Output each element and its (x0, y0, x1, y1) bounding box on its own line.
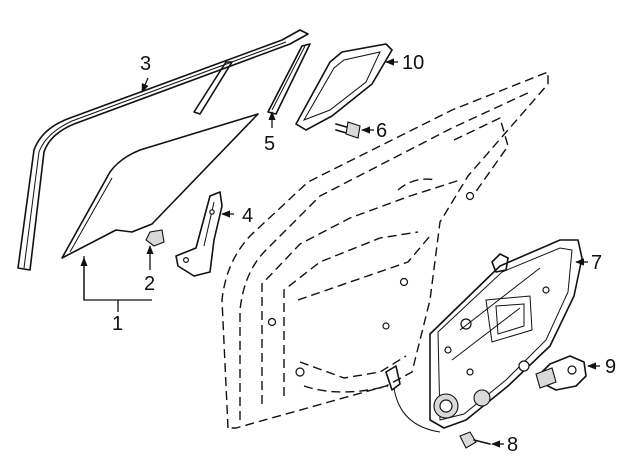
part-4-guide-bracket (175, 191, 223, 277)
part-6-bolt (335, 121, 361, 139)
part-3-glass-run-channel (17, 29, 309, 271)
part-2-glass-clip (145, 229, 165, 247)
callout-3: 3 (140, 53, 151, 75)
callout-4: 4 (242, 205, 253, 227)
callout-10: 10 (402, 52, 424, 74)
callout-7: 7 (591, 252, 602, 274)
callout-1: 1 (112, 313, 123, 335)
part-7-window-regulator (385, 239, 583, 433)
leader-lines (80, 58, 600, 448)
part-9-regulator-motor (535, 355, 587, 391)
part-10-quarter-glass (295, 43, 393, 131)
part-1-door-glass (61, 113, 259, 259)
callout-5: 5 (264, 133, 275, 155)
part-8-bolt (459, 431, 491, 449)
callout-labels: 1 2 3 4 5 6 7 8 9 10 (112, 52, 616, 456)
part-5-division-channel (267, 43, 311, 115)
callout-9: 9 (605, 356, 616, 378)
callout-8: 8 (507, 434, 518, 456)
door-inner-panel-outline (221, 71, 549, 429)
callout-6: 6 (376, 120, 387, 142)
callout-2: 2 (144, 273, 155, 295)
